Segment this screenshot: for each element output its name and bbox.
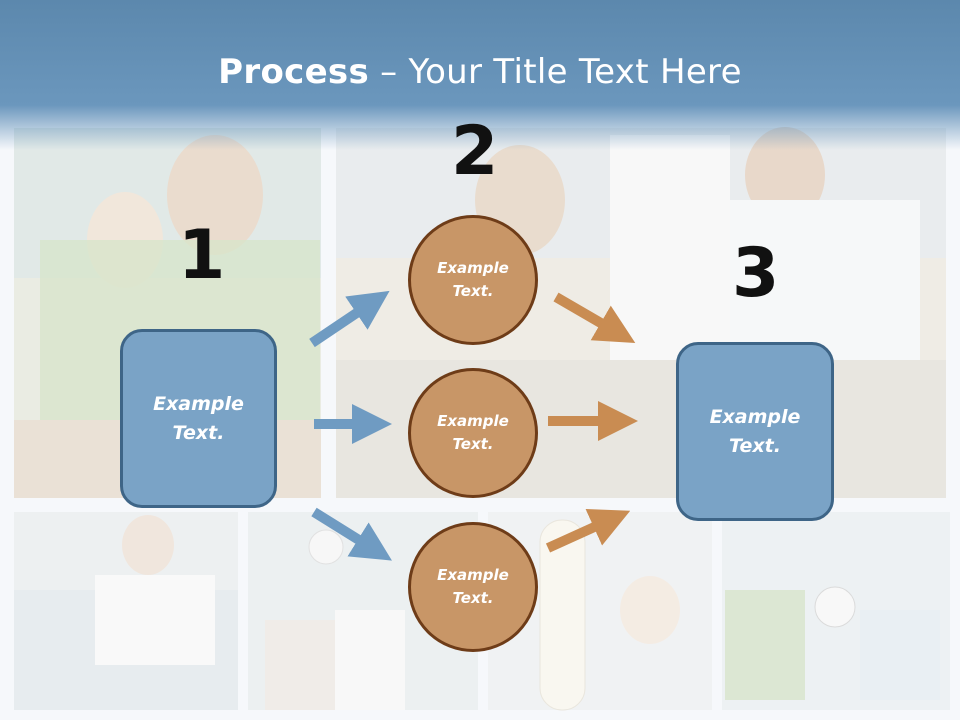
arrow-top-to-right	[553, 292, 636, 344]
title-rest: – Your Title Text Here	[369, 52, 742, 92]
title-bold: Process	[218, 52, 370, 92]
circle-middle[interactable]: Example Text.	[408, 368, 538, 498]
circle-middle-text: Example Text.	[437, 412, 509, 453]
step-number-3: 3	[732, 234, 780, 313]
page-title: Process – Your Title Text Here	[0, 52, 960, 92]
arrow-left-to-bottom	[311, 507, 392, 561]
arrow-bottom-to-right	[545, 509, 631, 553]
circle-top-text: Example Text.	[437, 259, 509, 300]
step-number-1: 1	[178, 216, 226, 295]
circle-bottom-text: Example Text.	[437, 566, 509, 607]
right-text-box[interactable]: Example Text.	[676, 342, 834, 521]
left-text-box[interactable]: Example Text.	[120, 329, 277, 508]
step-number-2: 2	[451, 112, 499, 191]
left-box-text: Example Text.	[153, 392, 244, 444]
circle-top[interactable]: Example Text.	[408, 215, 538, 345]
right-box-text: Example Text.	[709, 405, 801, 457]
arrow-left-to-top	[309, 290, 390, 348]
title-banner	[0, 0, 960, 150]
circle-bottom[interactable]: Example Text.	[408, 522, 538, 652]
